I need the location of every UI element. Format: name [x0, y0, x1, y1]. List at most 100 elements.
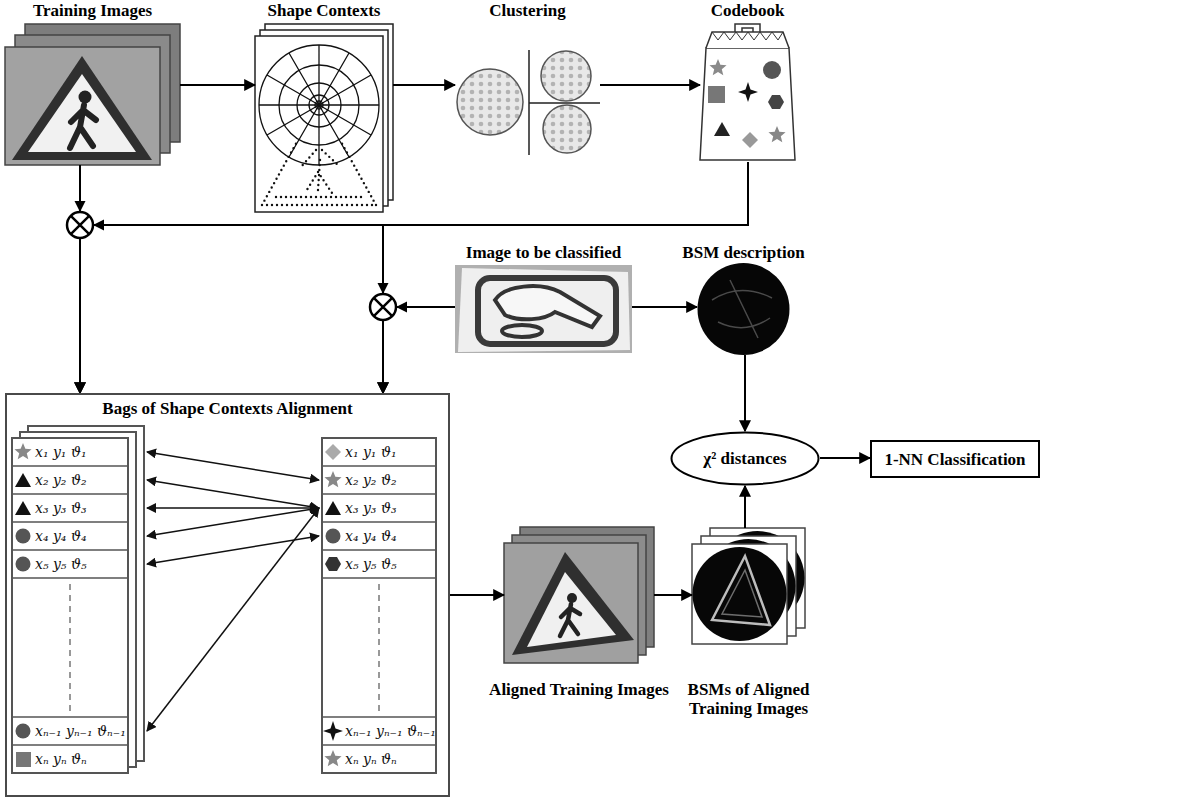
training-image-stack [70, 105, 96, 148]
table-cell: x₁ y₁ ϑ₁ [345, 443, 397, 461]
table-cell: xₙ yₙ ϑₙ [35, 750, 87, 768]
shape-context-stack [259, 45, 379, 165]
alignment-tables [16, 529, 31, 544]
flow-arrow [383, 162, 748, 393]
shape-context-stack [259, 45, 379, 165]
query-image: Image to be classified [455, 265, 632, 353]
image-heading: BSMs of Aligned Training Images [679, 680, 819, 718]
image-heading: Codebook [711, 1, 785, 20]
aligned-image-stack [504, 543, 638, 663]
codebook-bag [735, 24, 760, 32]
codebook-bag [742, 132, 758, 148]
query-photo [455, 265, 632, 353]
alignment-tables [12, 466, 128, 745]
codebook-bag [738, 82, 758, 102]
codebook-bag [712, 32, 783, 40]
combine-symbol [93, 220, 104, 231]
flow-arrow [600, 84, 700, 86]
codebook-bag [700, 48, 795, 160]
process-box: 1-NN Classification [870, 440, 1040, 478]
alignment-tables [147, 480, 319, 508]
codebook-bag [763, 61, 781, 79]
combine-symbol [71, 216, 89, 234]
alignment-tables [12, 426, 436, 773]
aligned-image-stack [504, 527, 654, 663]
aligned-bsm-stack [692, 544, 787, 644]
codebook-bag [768, 95, 784, 109]
bsm-image [698, 263, 790, 355]
flow-arrow [450, 594, 504, 596]
image-heading: Aligned Training Images [489, 680, 669, 699]
alignment-tables [15, 501, 31, 515]
alignment-tables [147, 536, 319, 564]
combine-symbol [370, 283, 407, 320]
alignment-tables [322, 438, 436, 773]
query-photo [478, 278, 616, 344]
alignment-tables [325, 444, 341, 460]
shape-context-stack [262, 140, 376, 205]
ellipse-outline [672, 433, 819, 485]
alignment-tables [325, 501, 341, 515]
table-cell: x₂ y₂ ϑ₂ [345, 471, 397, 489]
training-image-stack [5, 24, 180, 165]
image-stack: Shape Contexts [255, 24, 393, 212]
alignment-tables [147, 508, 319, 731]
alignment-tables [323, 721, 343, 741]
combine-symbol [370, 294, 396, 320]
aligned-image-stack [527, 572, 616, 647]
shape-context-stack [259, 45, 379, 165]
alignment-tables [324, 750, 341, 766]
training-image-stack [79, 91, 92, 104]
image-heading: Clustering [489, 1, 566, 20]
alignment-tables [147, 508, 319, 536]
alignment-tables [12, 438, 128, 773]
training-image-stack [5, 47, 160, 165]
alignment-tables [326, 529, 341, 544]
image-stack: Aligned Training Images [504, 527, 654, 663]
alignment-tables [322, 466, 436, 745]
alignment-tables [14, 443, 31, 459]
codebook-bag [700, 24, 795, 160]
combine-symbol [67, 212, 93, 238]
alignment-tables [16, 724, 31, 739]
codebook-bag [714, 122, 730, 136]
codebook-bag [708, 86, 725, 103]
node-label: χ² distances [703, 449, 786, 468]
combine-symbol [67, 201, 104, 238]
query-photo [495, 286, 600, 327]
cluster-sketch [543, 105, 591, 153]
cluster-panel: Clustering [455, 48, 600, 155]
flow-arrow [820, 457, 870, 459]
bsm-image [712, 280, 772, 338]
aligned-bsm-stack [692, 528, 805, 644]
aligned-bsm-stack [722, 570, 762, 617]
table-cell: x₃ y₃ ϑ₃ [345, 499, 397, 517]
table-cell: xₙ₋₁ yₙ₋₁ ϑₙ₋₁ [345, 722, 436, 740]
bsm-stack: BSMs of Aligned Training Images [692, 528, 805, 644]
alignment-tables [16, 557, 31, 572]
query-photo [455, 265, 632, 353]
codebook-bag [706, 32, 789, 48]
query-photo [502, 325, 542, 337]
shape-context-stack [255, 36, 383, 212]
table-cell: x₂ y₂ ϑ₂ [35, 471, 87, 489]
cluster-sketch [541, 51, 591, 101]
alignment-tables [378, 584, 380, 711]
alignment-tables [16, 752, 31, 767]
table-cell: x₄ y₄ ϑ₄ [35, 527, 87, 545]
flow-arrow [744, 355, 746, 431]
node-label: 1-NN Classification [884, 450, 1025, 469]
combine-symbol [374, 298, 392, 316]
alignment-tables [69, 584, 71, 711]
codebook-bag [768, 126, 785, 142]
flow-arrow [80, 162, 748, 393]
alignment-tables [325, 557, 341, 571]
bsm-panel: BSM description [697, 263, 790, 355]
aligned-image-stack [567, 593, 577, 603]
alignment-tables [324, 471, 341, 487]
flow-arrow [180, 84, 255, 86]
aligned-bsm-stack [712, 556, 770, 625]
table-cell: x₅ y₅ ϑ₅ [345, 555, 397, 573]
table-cell: xₙ₋₁ yₙ₋₁ ϑₙ₋₁ [35, 722, 126, 740]
